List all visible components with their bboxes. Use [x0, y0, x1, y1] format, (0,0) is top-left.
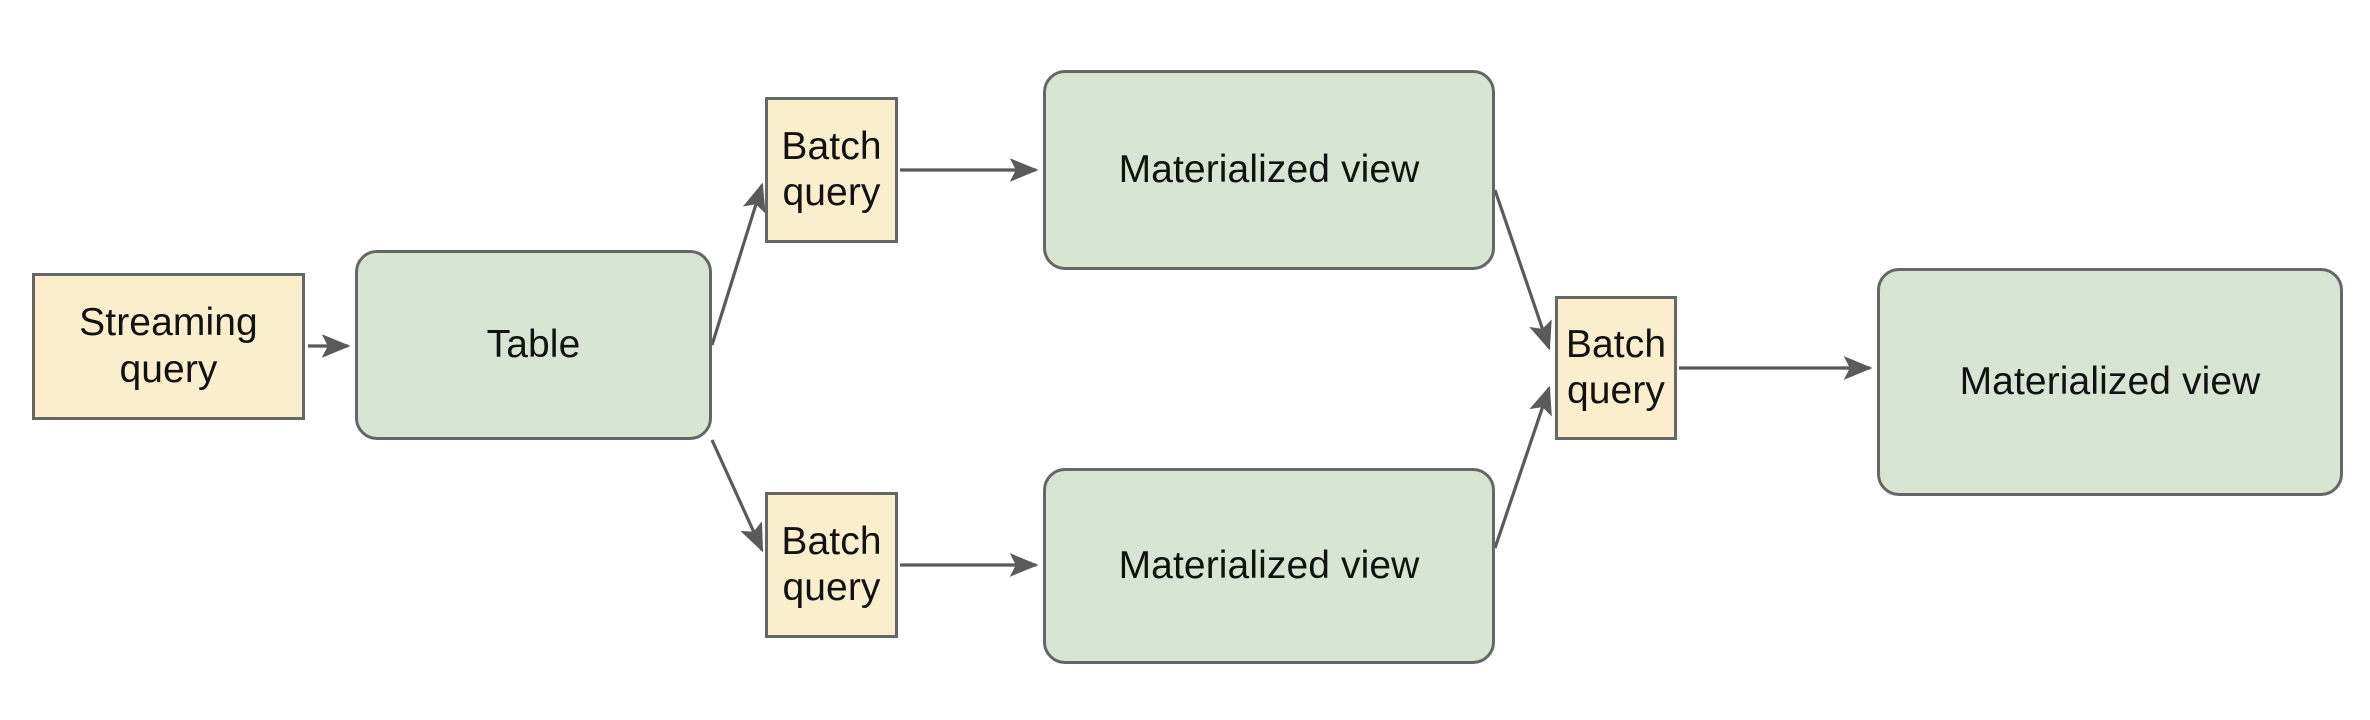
node-label: Batch query	[781, 519, 882, 609]
node-table[interactable]: Table	[355, 250, 712, 440]
edge-table-to-batch-query-top	[710, 182, 766, 346]
node-label: Streaming query	[79, 301, 258, 391]
node-materialized-view-final[interactable]: Materialized view	[1877, 268, 2343, 496]
node-batch-query-top[interactable]: Batch query	[765, 97, 898, 243]
node-label: Materialized view	[1118, 147, 1420, 191]
node-materialized-view-top[interactable]: Materialized view	[1043, 70, 1495, 270]
edge-table-to-batch-query-bottom	[710, 439, 764, 553]
node-materialized-view-bottom[interactable]: Materialized view	[1043, 468, 1495, 664]
node-label: Materialized view	[1118, 543, 1420, 587]
edge-materialized-view-top-to-batch-query-merge	[1493, 189, 1552, 351]
node-label: Batch query	[781, 124, 882, 214]
edge-materialized-view-bottom-to-batch-query-merge	[1493, 385, 1552, 549]
node-label: Materialized view	[1959, 359, 2261, 403]
node-batch-query-merge[interactable]: Batch query	[1555, 296, 1677, 440]
node-label: Table	[486, 322, 581, 366]
node-label: Batch query	[1565, 322, 1667, 412]
node-streaming-query[interactable]: Streaming query	[32, 273, 305, 420]
node-batch-query-bottom[interactable]: Batch query	[765, 492, 898, 638]
